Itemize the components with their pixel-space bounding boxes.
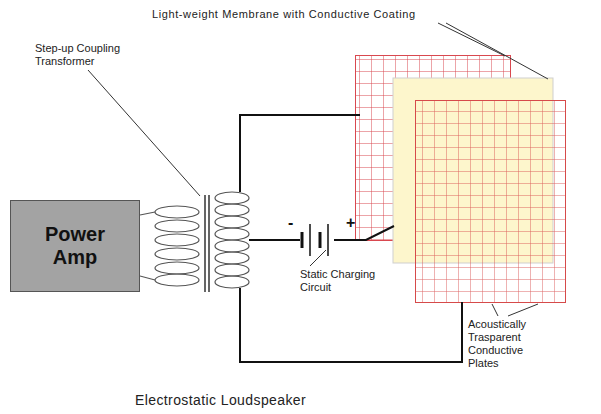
membrane-callout: Light-weight Membrane with Conductive Co…	[152, 8, 416, 21]
polarity-sign: -	[288, 214, 300, 232]
caption: Electrostatic Loudspeaker	[135, 392, 306, 408]
polarity-sign: +	[346, 214, 360, 232]
front-plate	[415, 100, 566, 303]
battery-symbol	[302, 224, 328, 256]
transformer-symbol	[140, 192, 249, 292]
amplifier-box: Power Amp	[10, 200, 140, 292]
transformer-callout: Step-up Coupling Transformer	[35, 42, 130, 68]
plates-callout: Acoustically Trasparent Conductive Plate…	[468, 318, 543, 370]
charging-callout: Static Charging Circuit	[300, 268, 395, 294]
box-label: Power Amp	[40, 223, 110, 269]
wires	[240, 115, 462, 362]
leader-lines	[88, 23, 548, 316]
